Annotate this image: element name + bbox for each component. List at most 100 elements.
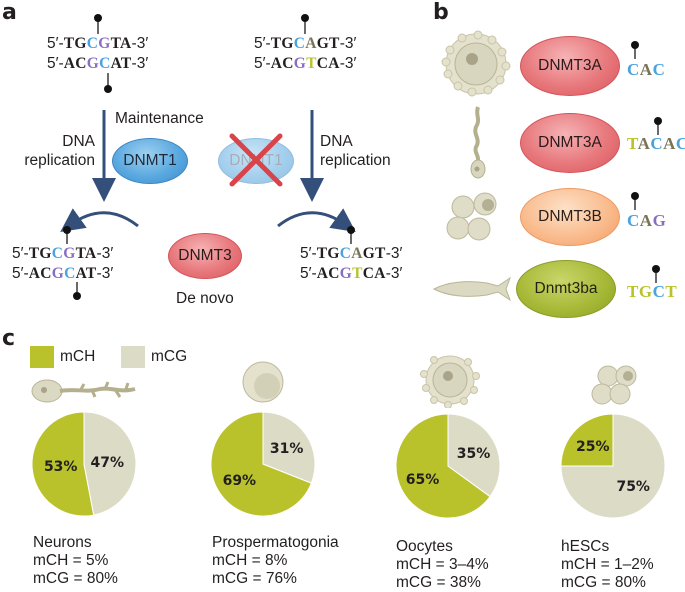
strand-prefix: 5′- [47,55,64,72]
nucleotide: C [627,60,640,79]
nucleotide: AC [63,55,87,72]
pie-slice-mch [560,413,614,467]
dnmt3-enzyme: DNMT3 [168,233,242,279]
pie-hescs: 25%75% [560,413,666,519]
seq-top-left-strand2: 5′-ACGCAT-3′ [47,55,148,72]
nucleotide: AT [110,55,132,72]
pie-caption-mch: mCH = 3–4% [396,556,489,573]
nucleotide: C [339,245,352,262]
pie-neurons: 53% 47% [31,411,137,517]
strand-suffix: -3′ [131,35,149,52]
strand-suffix: -3′ [385,265,403,282]
strand-prefix: 5′- [47,35,64,52]
pie-label-mch: 69% [223,473,257,489]
nucleotide: C [99,55,111,72]
nucleotide: C [293,35,306,52]
pie-slice-mcg [262,411,316,484]
nucleotide: AC [270,55,294,72]
nucleotide: G [652,211,667,230]
pie-slice-mch [31,411,95,517]
methyl-mark [301,14,309,34]
nucleotide: G [638,282,653,301]
enzyme-row-1: DNMT3A [520,36,620,96]
dnmt1-label: DNMT1 [123,152,177,169]
pie-oocytes: 65%35% [395,413,501,519]
pie-caption-mcg: mCG = 76% [212,570,297,587]
panel-b-label: b [433,0,449,25]
motif-row-4: TGCT [627,282,677,302]
oocyte-icon [441,30,511,97]
legend-swatch-mch [30,346,54,368]
strand-prefix: 5′- [300,245,317,262]
hesc-icon [591,365,637,405]
nucleotide: CA [362,265,386,282]
nucleotide: GT [316,35,340,52]
enzyme-label: Dnmt3ba [534,280,598,297]
strand-prefix: 5′- [254,35,271,52]
nucleotide: C [51,245,64,262]
motif-row-1: CAC [627,60,665,80]
strand-suffix: -3′ [96,265,114,282]
strand-prefix: 5′- [300,265,317,282]
legend-swatch-mcg [121,346,145,368]
methyl-mark [631,41,639,59]
nucleotide: C [652,60,666,79]
nucleotide: A [637,134,651,153]
pie-label-mcg: 31% [270,441,304,457]
nucleotide: TG [316,245,340,262]
nucleotide: AC [316,265,340,282]
seq-top-right-strand2: 5′-ACGTCA-3′ [254,55,356,72]
nucleotide: AC [28,265,52,282]
nucleotide: G [51,265,65,282]
strand-prefix: 5′- [12,265,29,282]
dnmt3-label: DNMT3 [178,247,232,264]
panel-c-label: c [2,326,16,351]
nucleotide: A [351,245,363,262]
methyl-mark [104,73,112,93]
de-novo-curve-arrow [277,208,356,232]
nucleotide: AT [75,265,97,282]
nucleotide: C [627,211,640,230]
pie-caption-name: Prospermatogonia [212,534,339,551]
nucleotide: G [339,265,353,282]
prospermatogonia-icon [242,361,284,403]
fish-icon [432,276,511,302]
legend-label-mcg: mCG [151,348,188,365]
nucleotide: A [663,134,676,153]
strand-suffix: -3′ [385,245,403,262]
nucleotide: TG [28,245,52,262]
stem-cells-icon [446,192,497,241]
methyl-mark [652,265,660,283]
maintenance-label: Maintenance [115,110,204,127]
replication-label-right-1: DNA [320,133,353,150]
enzyme-label: DNMT3A [538,134,602,151]
nucleotide: C [64,265,76,282]
nucleotide: T [306,55,317,72]
nucleotide: C [652,282,666,301]
enzyme-row-4: Dnmt3ba [516,260,616,318]
nucleotide: C [675,134,685,153]
oocyte-icon [420,355,480,408]
methyl-mark [347,226,355,244]
seq-top-right-strand1: 5′-TGCAGT-3′ [254,35,356,52]
strand-prefix: 5′- [12,245,29,262]
pie-label-mch: 25% [576,439,610,455]
pie-slice-mcg [83,411,137,516]
methyl-mark [63,226,71,244]
pie-label-mcg: 35% [457,446,491,462]
replication-label-right-2: replication [320,152,391,169]
enzyme-label: DNMT3A [538,57,602,74]
pie-caption-mch: mCH = 5% [33,552,109,569]
dnmt1-enzyme: DNMT1 [112,138,188,184]
strand-suffix: -3′ [131,55,149,72]
nucleotide: G [98,35,111,52]
nucleotide: G [63,245,76,262]
pie-caption-mch: mCH = 8% [212,552,288,569]
pie-label-mcg: 47% [91,455,125,471]
pie-slice-mch [395,413,491,519]
strand-prefix: 5′- [254,55,271,72]
motif-row-3: CAG [627,211,666,231]
methyl-mark [94,14,102,34]
pie-label-mch: 53% [44,459,78,475]
methyl-mark [73,282,81,300]
